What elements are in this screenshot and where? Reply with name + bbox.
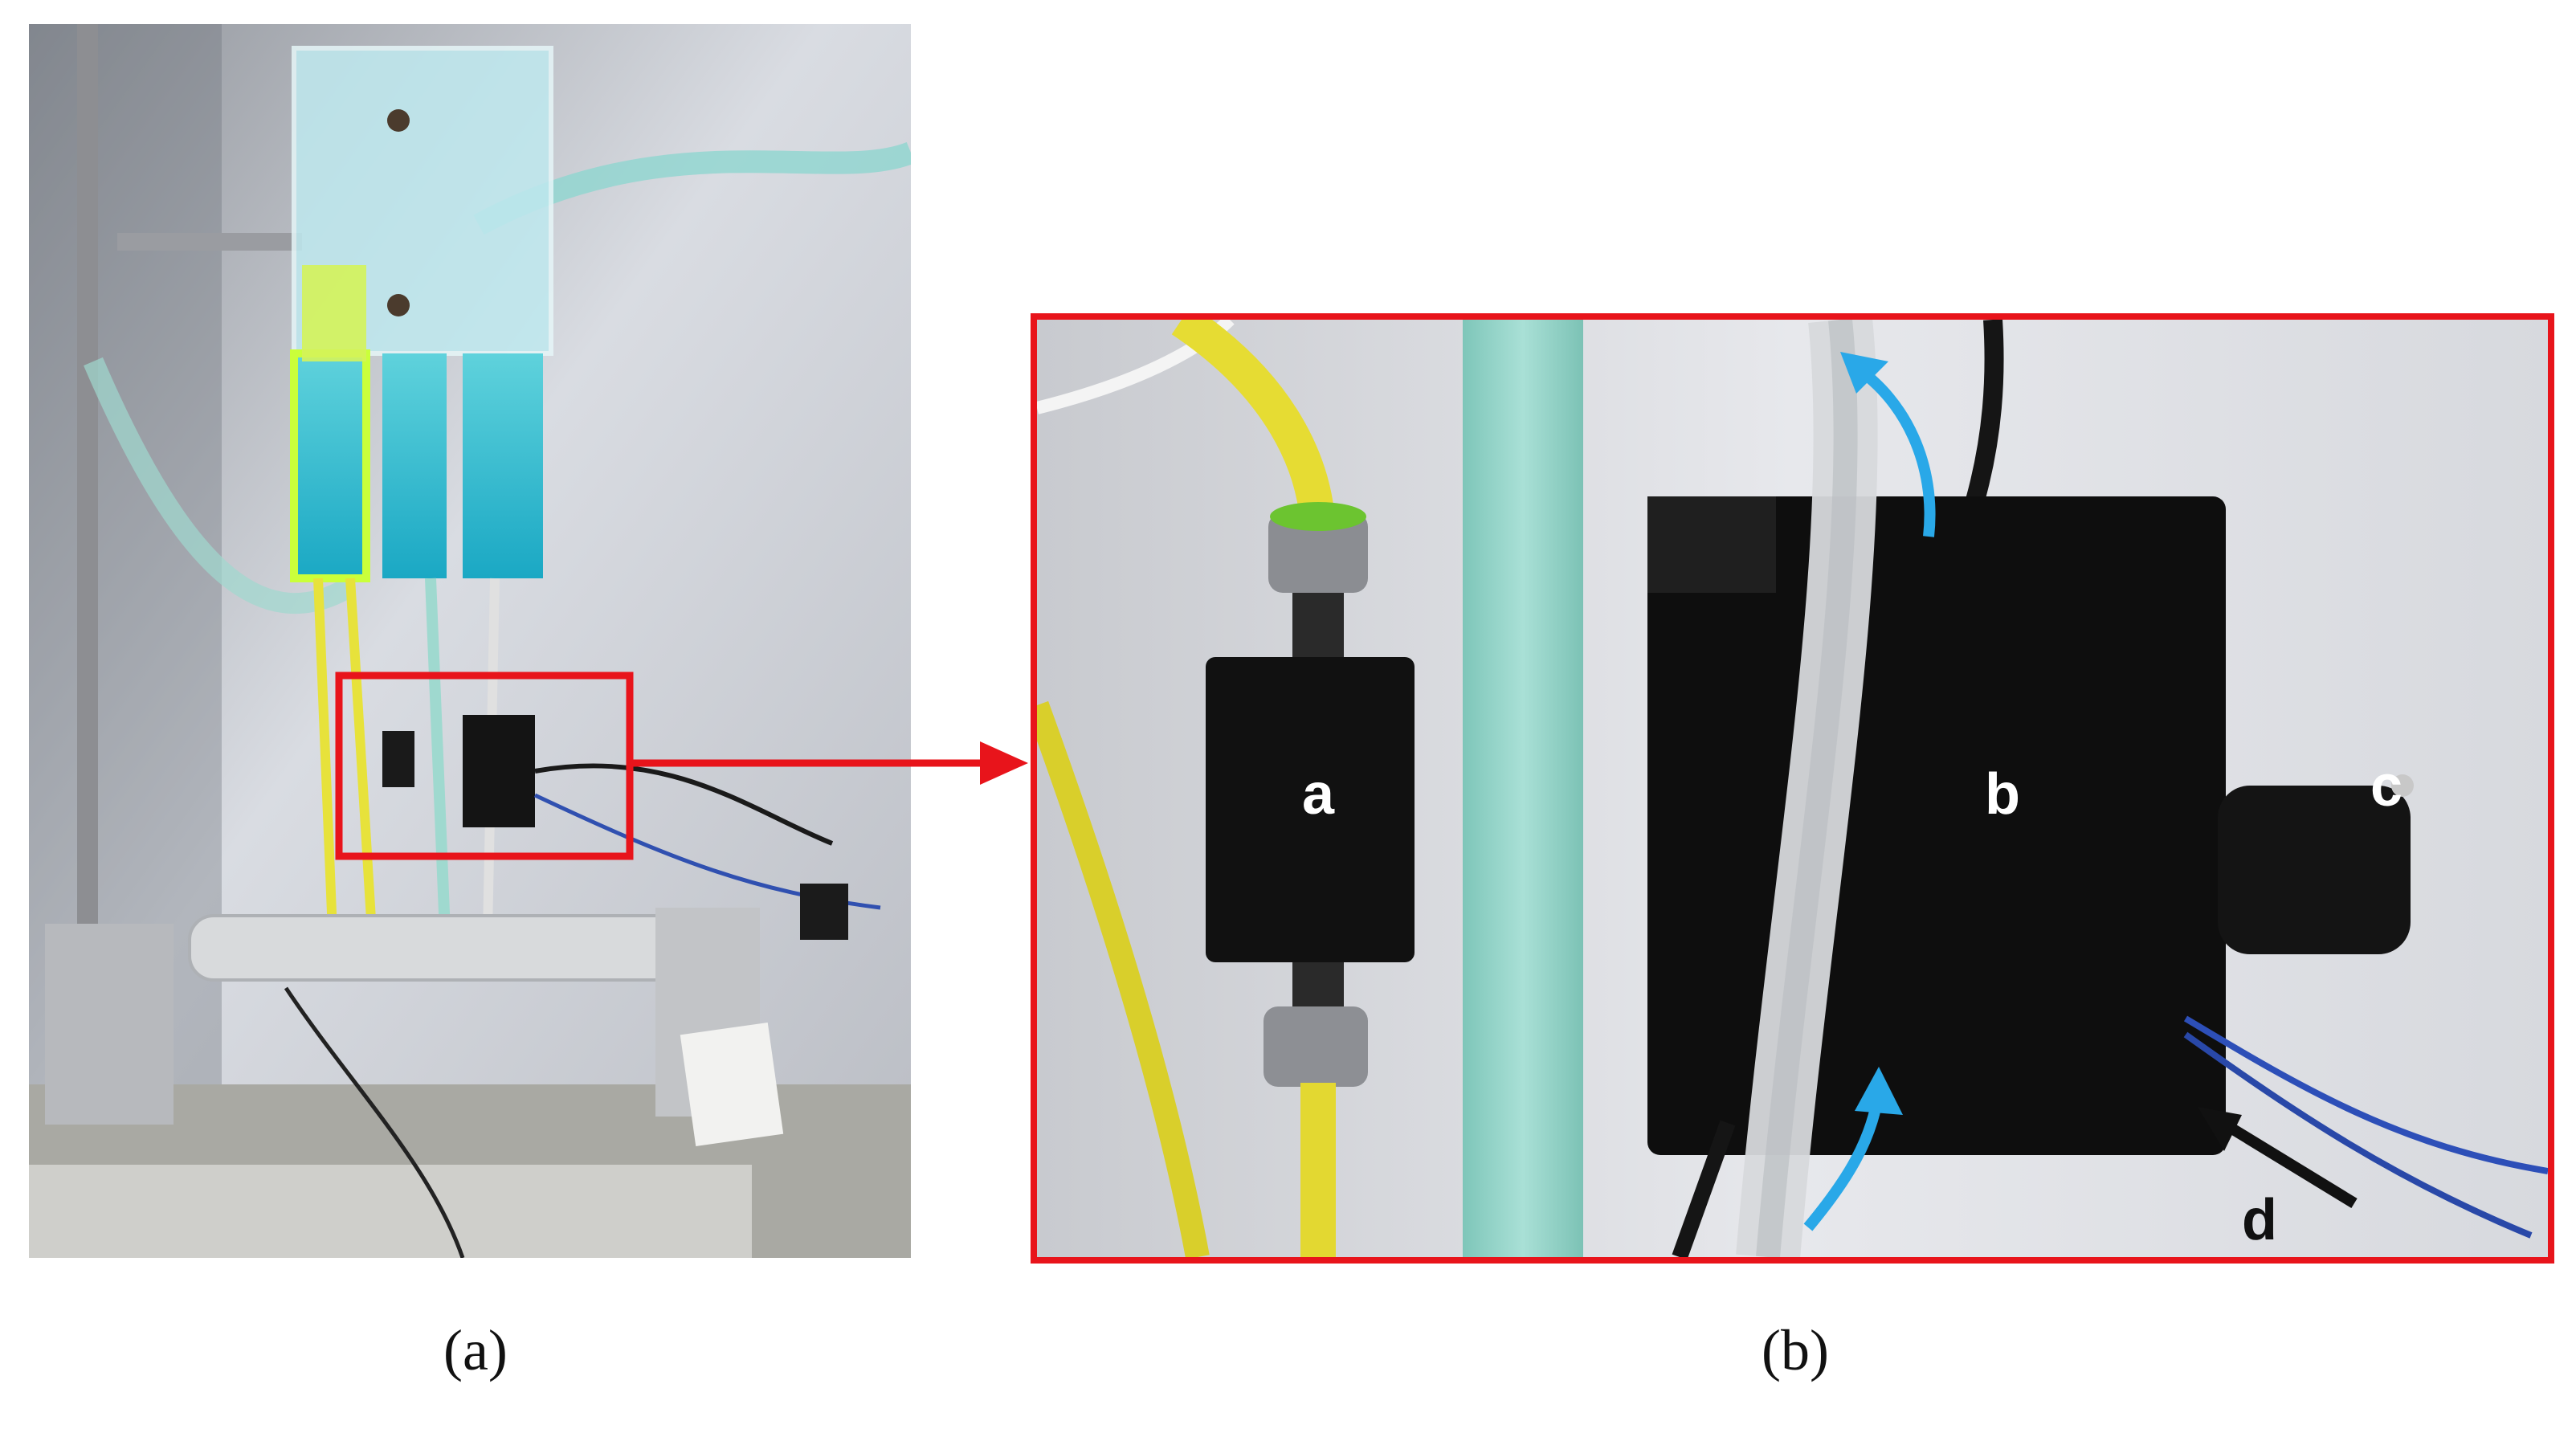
caption-a: (a)	[443, 1318, 508, 1382]
panel-a-photo	[29, 24, 911, 1258]
label-a: a	[1302, 762, 1335, 827]
connector-arrow	[627, 741, 1028, 785]
caption-b: (b)	[1762, 1318, 1829, 1382]
panel-b-photo: a b c d	[1031, 313, 2554, 1264]
flow-arrow-top	[1853, 363, 1936, 537]
apparatus-photo	[29, 24, 911, 1258]
label-c: c	[2370, 754, 2403, 819]
label-b: b	[1985, 762, 2020, 827]
zoom-photo	[1037, 320, 2548, 1257]
probe-c	[2218, 786, 2411, 954]
label-d: d	[2242, 1188, 2277, 1252]
sensor-a	[1206, 657, 1415, 962]
pointer-arrow-d	[2213, 1114, 2358, 1208]
sensor-b	[1647, 496, 2226, 1155]
